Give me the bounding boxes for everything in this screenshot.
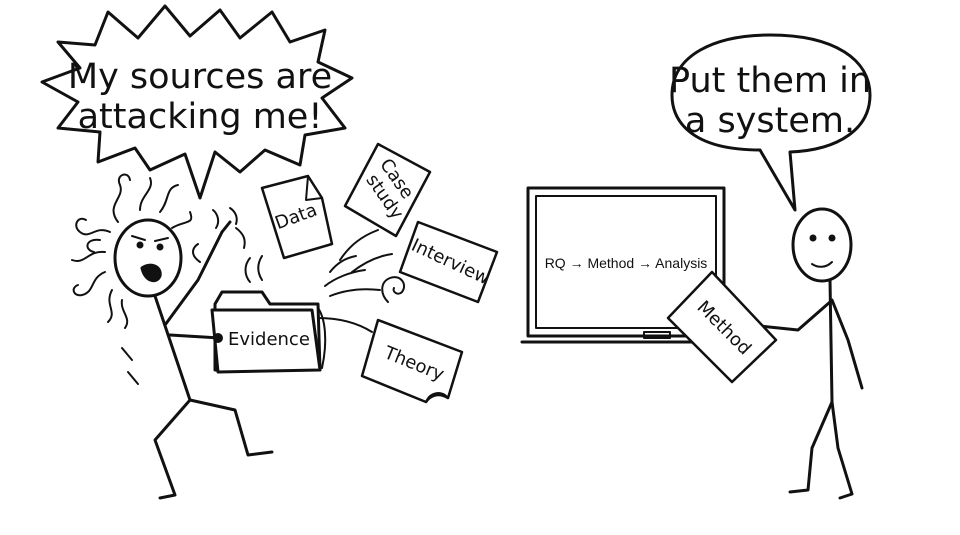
paper-method: Method — [666, 270, 778, 384]
right-speech-line-2: a system. — [685, 101, 855, 141]
right-speech-bubble: Put them in a system. — [669, 33, 872, 212]
panicked-stick-figure — [71, 173, 274, 500]
whiteboard: RQ → Method → Analysis — [520, 186, 732, 344]
paper-data: Data — [260, 174, 334, 260]
paper-theory: Theory — [360, 318, 464, 404]
motion-lines — [244, 229, 406, 333]
paper-interview: Interview — [398, 220, 499, 304]
right-speech-line-1: Put them in — [669, 61, 871, 101]
calm-stick-figure — [752, 207, 864, 500]
evidence-folder: Evidence — [210, 290, 327, 374]
messy-hair — [71, 173, 193, 329]
left-speech-line-2: attacking me! — [78, 97, 323, 137]
paper-case-study: Case study — [343, 142, 432, 238]
left-speech-bubble: My sources are attacking me! — [40, 4, 354, 200]
folder-label: Evidence — [228, 329, 310, 350]
whiteboard-text: RQ → Method → Analysis — [545, 255, 708, 271]
left-speech-line-1: My sources are — [68, 57, 332, 97]
